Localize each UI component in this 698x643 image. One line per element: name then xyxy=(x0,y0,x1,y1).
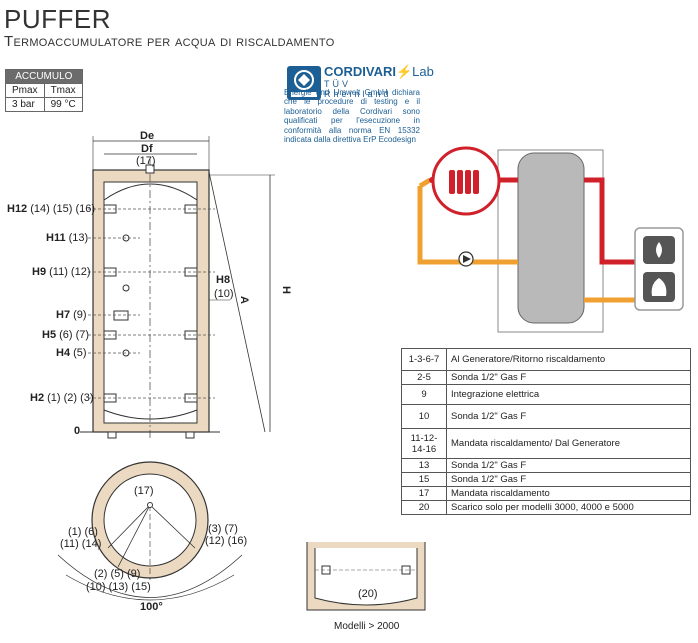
h4-label: H4 (5) xyxy=(56,347,87,359)
tmax-value: 99 °C xyxy=(43,97,83,112)
cert-text: Energie und Umwelt GmbH dichiara che le … xyxy=(284,88,420,145)
de-label: De xyxy=(140,130,155,142)
detail-drain xyxy=(306,542,426,611)
tank-elevation xyxy=(80,136,275,440)
zero-label: 0 xyxy=(74,425,81,437)
h7-label: H7 (9) xyxy=(56,309,87,321)
h12-label: H12 (14) (15) (16) xyxy=(7,203,96,215)
detail-caption: Modelli > 2000 xyxy=(334,621,400,632)
h-label: H xyxy=(279,286,292,294)
cert-brand: CORDIVARI⚡Lab xyxy=(324,64,434,79)
tank-inner xyxy=(103,181,198,424)
h8-label: H8 xyxy=(216,274,231,286)
plan-left-a: (1) (6) xyxy=(68,526,98,538)
top-connection-label: (17) xyxy=(136,155,156,167)
plan-center-label: (17) xyxy=(134,485,154,497)
h11-label: H11 (13) xyxy=(46,232,89,244)
accumulo-header: ACCUMULO xyxy=(5,69,83,84)
system-schematic xyxy=(417,146,684,333)
h2-label: H2 (1) (2) (3) xyxy=(30,392,94,404)
detail-label: (20) xyxy=(358,588,378,600)
h9-label: H9 (11) (12) xyxy=(32,266,91,278)
plan-left-b: (11) (14) xyxy=(60,538,102,550)
cert-sub: TÜV Rheinland xyxy=(324,79,392,99)
plan-right-b: (12) (16) xyxy=(205,535,248,547)
h5-label: H5 (6) (7) xyxy=(42,329,90,341)
plan-angle: 100° xyxy=(140,601,163,613)
plan-bottom-a: (2) (5) (9) xyxy=(94,568,141,580)
page-subtitle: Termoaccumulatore per acqua di riscaldam… xyxy=(4,33,335,50)
page-title: PUFFER xyxy=(4,4,111,34)
plan-right-a: (3) (7) xyxy=(208,523,238,535)
a-label: A xyxy=(237,296,250,304)
plan-bottom-b: (10) (13) (15) xyxy=(86,581,151,593)
h8-nums: (10) xyxy=(214,288,234,300)
cert-brand-suffix: Lab xyxy=(412,64,434,79)
cert-logo-icon xyxy=(287,66,321,100)
tank-body xyxy=(517,152,585,324)
df-label: Df xyxy=(141,143,153,155)
tank-plan xyxy=(57,461,243,601)
cert-brand-name: CORDIVARI xyxy=(324,64,396,79)
